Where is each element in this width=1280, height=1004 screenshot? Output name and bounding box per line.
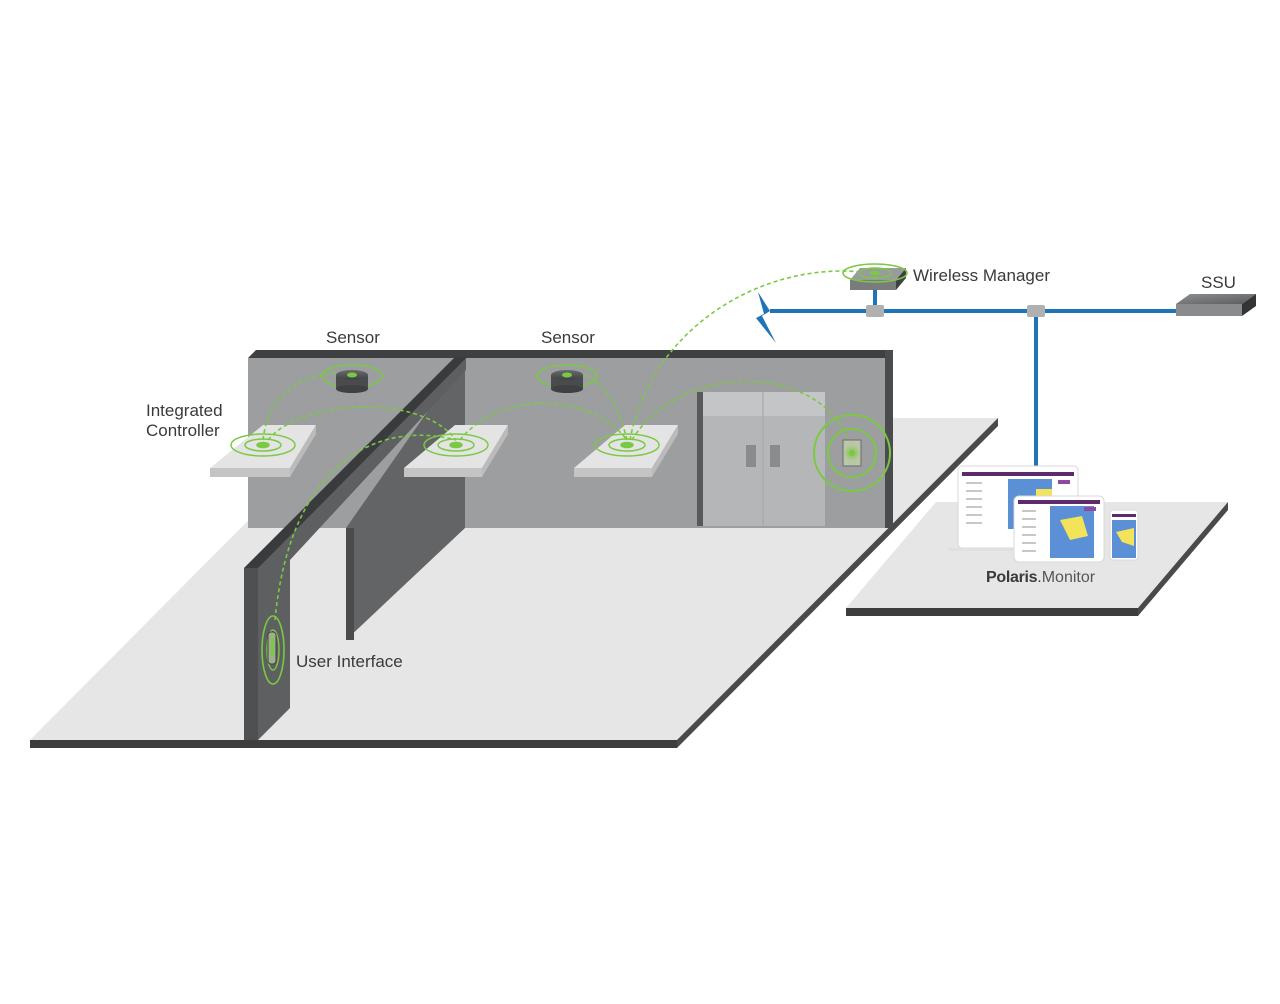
link-controller-right-to-sensor-right xyxy=(566,371,628,441)
door-handle-left xyxy=(746,445,756,467)
controller-middle-device xyxy=(423,433,489,457)
label-sensor-left: Sensor xyxy=(326,328,380,347)
brand-name-light: Monitor xyxy=(1041,569,1096,586)
link-ui-to-controller-middle xyxy=(274,434,457,621)
partition-wall xyxy=(244,356,466,740)
link-controller-left-to-controller-middle xyxy=(267,406,457,441)
user-interface-device xyxy=(261,615,285,685)
label-ssu: SSU xyxy=(1201,273,1236,292)
ssu-device xyxy=(1176,294,1256,316)
brand-name-bold: Polaris xyxy=(986,569,1038,586)
wireless-bolt-icon xyxy=(756,292,776,343)
polaris-monitor-logo: Polaris.Monitor xyxy=(986,569,1095,587)
cable-connector-monitor xyxy=(1027,305,1045,317)
link-controller-middle-to-controller-right xyxy=(459,402,628,441)
sensor-right-device xyxy=(536,364,598,393)
link-controller-right-to-door-reader xyxy=(631,380,853,453)
double-door xyxy=(697,392,825,526)
controller-right-device xyxy=(594,433,660,457)
label-integrated-controller-line2: Controller xyxy=(146,421,220,440)
cable-connector-wireless-manager xyxy=(866,305,884,317)
door-handle-right xyxy=(770,445,780,467)
label-sensor-right: Sensor xyxy=(541,328,595,347)
link-controller-right-to-wireless-manager xyxy=(629,270,863,441)
label-integrated-controller-line1: Integrated xyxy=(146,401,223,420)
brand-dot: . xyxy=(1037,569,1042,586)
controller-left-device xyxy=(230,433,296,457)
sensor-left-device xyxy=(321,364,383,393)
phone-screen xyxy=(1109,509,1139,561)
tablet-screen xyxy=(1013,495,1105,563)
label-user-interface: User Interface xyxy=(296,652,403,671)
wireless-manager-device xyxy=(842,263,908,290)
label-wireless-manager: Wireless Manager xyxy=(913,266,1050,285)
door-reader-device xyxy=(813,414,891,492)
